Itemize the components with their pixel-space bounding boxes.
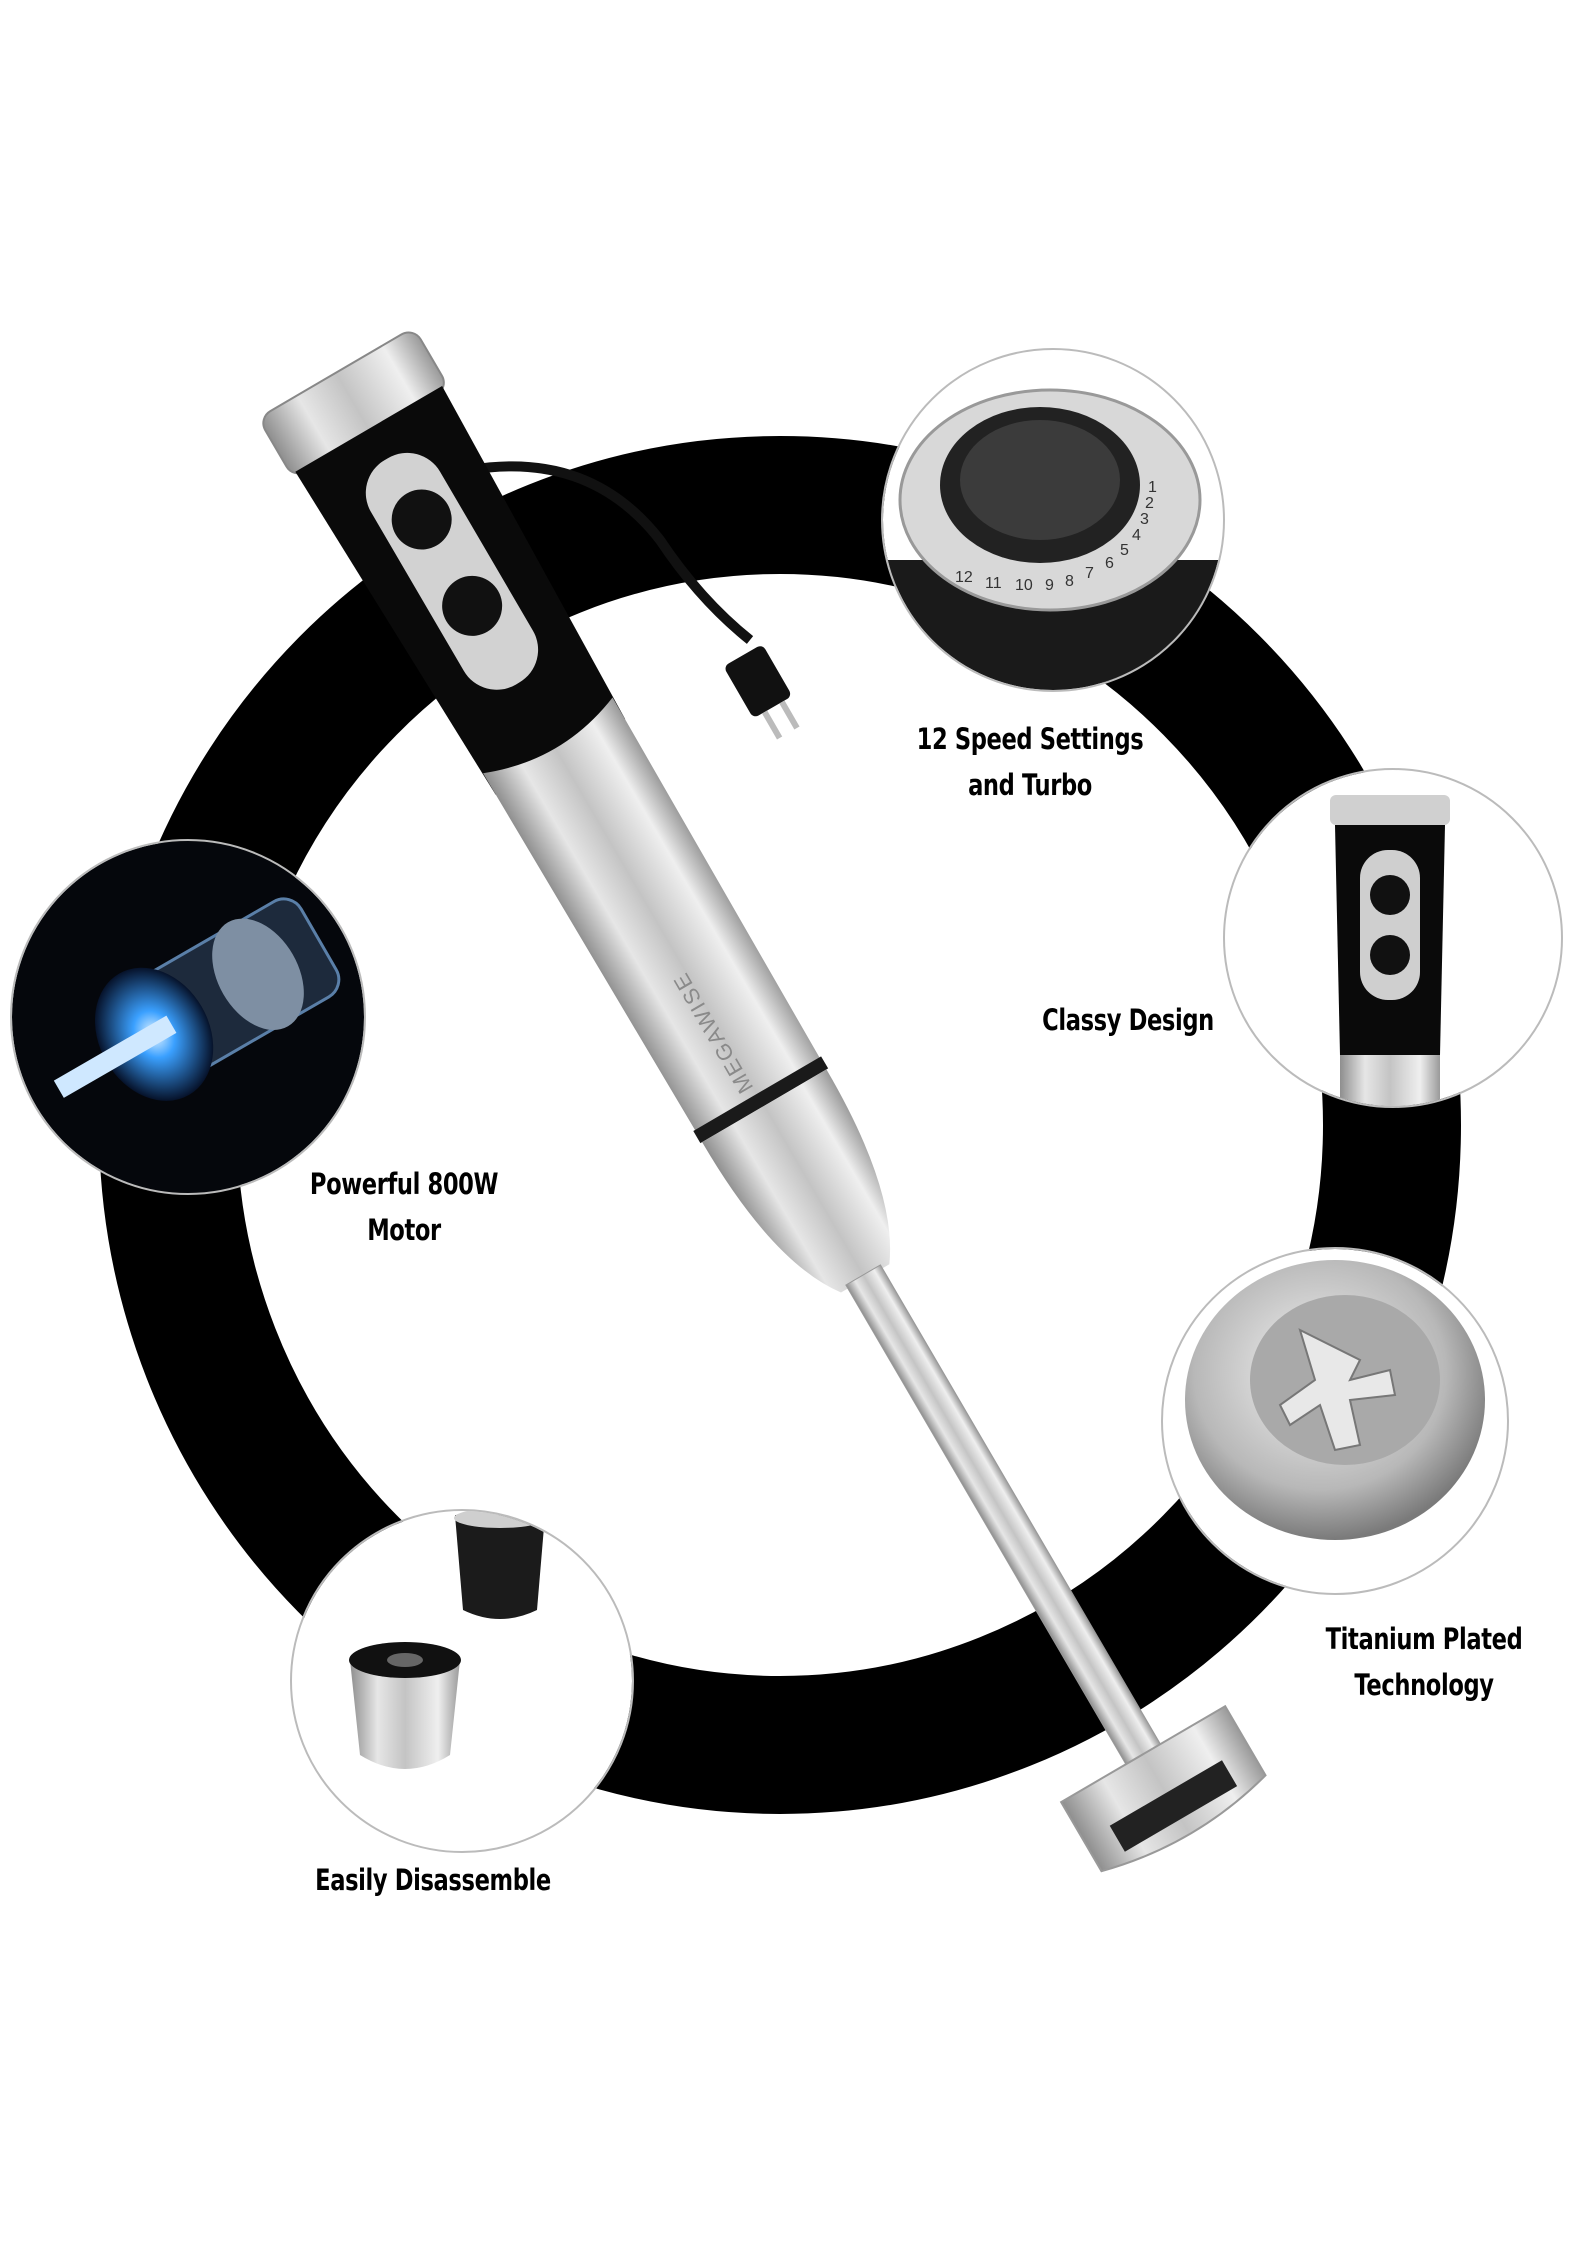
plug-icon [725,646,800,740]
label-line: Motor [367,1213,441,1247]
motor-closeup [12,841,364,1193]
label-line: Powerful 800W [309,1167,499,1201]
feature-label-disassemble: Easily Disassemble [282,1857,584,1903]
label-line: 12 Speed Settings [916,722,1144,756]
dial-number: 10 [1015,577,1033,594]
label-line: Easily Disassemble [315,1863,551,1897]
label-line: Titanium Plated [1325,1622,1523,1656]
label-line: and Turbo [968,768,1092,802]
dial-number: 5 [1120,542,1129,559]
power-cord [469,461,754,644]
dial-number: 8 [1065,573,1074,590]
feature-label-design: Classy Design [1018,997,1238,1043]
dial-numbers: 12 11 10 9 8 7 6 5 4 3 2 1 [955,479,1157,594]
dial-number: 11 [985,575,1002,592]
label-line: Classy Design [1042,1003,1214,1037]
dial-number: 2 [1145,495,1154,512]
dial-number: 12 [955,569,973,586]
dial-number: 6 [1105,555,1114,572]
handle-closeup [1225,770,1561,1106]
dial-number: 9 [1045,577,1054,594]
label-line: Technology [1354,1668,1494,1702]
feature-label-speed: 12 Speed Settings and Turbo [885,716,1176,808]
dial-number: 1 [1148,479,1157,496]
parts-closeup [292,1511,632,1851]
dial-number: 7 [1085,565,1094,582]
feature-label-motor: Powerful 800W Motor [283,1161,524,1253]
blade-closeup [1163,1249,1507,1593]
hand-blender: MEGAWISE [262,331,1267,1873]
dial-number: 4 [1132,527,1141,544]
dial-number: 3 [1140,511,1149,528]
feature-label-blade: Titanium Plated Technology [1298,1616,1550,1708]
